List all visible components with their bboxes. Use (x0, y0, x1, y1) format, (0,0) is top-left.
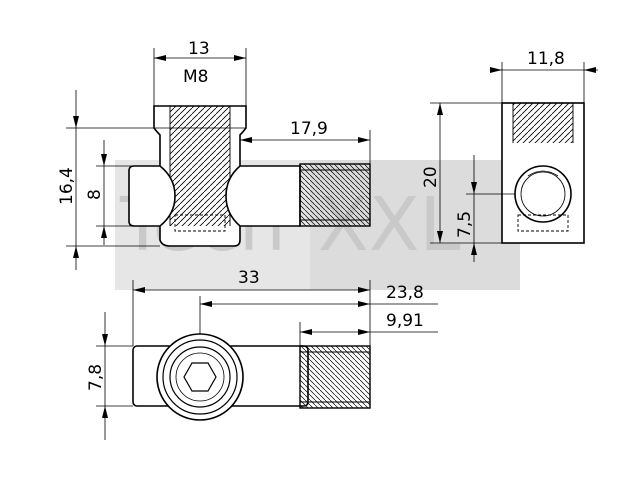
bottom-dimensions: 33 23,8 9,91 7,8 (86, 268, 438, 440)
dim-bottom-height: 7,8 (86, 364, 106, 391)
side-dimensions: 11,8 20 7,5 (421, 49, 598, 262)
side-view (501, 102, 585, 244)
dim-len-9: 9,91 (386, 311, 424, 331)
dim-side-height: 20 (421, 166, 441, 188)
dim-overall-length: 33 (238, 268, 260, 288)
dim-thread-size: M8 (183, 67, 208, 87)
top-view (132, 333, 371, 421)
dim-top-width: 13 (188, 39, 210, 59)
dim-thread-length: 17,9 (290, 119, 328, 139)
dim-height-inner: 8 (85, 189, 105, 200)
front-view (128, 105, 371, 247)
dim-side-width: 11,8 (527, 49, 565, 69)
dim-height-total: 16,4 (57, 167, 77, 205)
dim-len-23: 23,8 (386, 283, 424, 303)
front-dimensions: 13 M8 17,9 16,4 8 (57, 39, 371, 270)
dim-side-hole: 7,5 (455, 211, 475, 238)
